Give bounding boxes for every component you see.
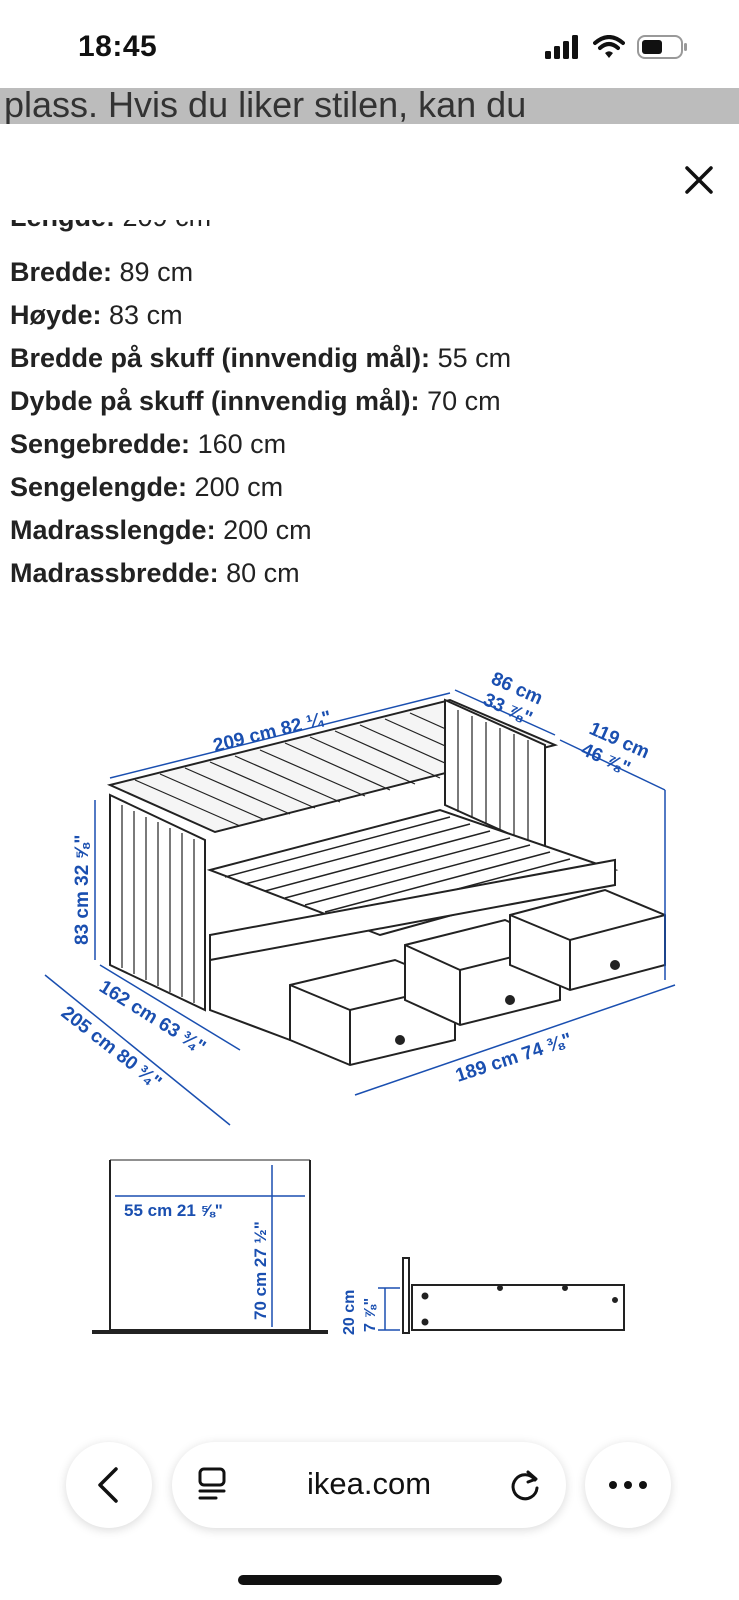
dim-front-label: 189 cm 74 ⅜"	[453, 1029, 575, 1086]
more-icon	[609, 1481, 647, 1489]
close-icon	[685, 166, 713, 194]
status-time: 18:45	[78, 30, 158, 63]
spec-value: 80 cm	[226, 558, 300, 588]
drawer-height-label-1: 20 cm	[341, 1290, 358, 1335]
spec-row-height: Høyde: 83 cm	[10, 300, 183, 331]
spec-row-drawer-width: Bredde på skuff (innvendig mål): 55 cm	[10, 343, 511, 374]
url-text[interactable]: ikea.com	[306, 1466, 432, 1501]
spec-label: Bredde:	[10, 257, 113, 287]
close-button[interactable]	[679, 160, 719, 200]
spec-value: 83 cm	[109, 300, 183, 330]
spec-value: 209 cm	[123, 220, 212, 232]
spec-value: 89 cm	[119, 257, 194, 287]
spec-value: 200 cm	[223, 515, 312, 545]
product-dimensions-list: Lengde: 209 cm Bredde: 89 cm Høyde: 83 c…	[10, 220, 730, 600]
browser-toolbar: ikea.com	[0, 1440, 739, 1550]
spec-label: Sengelengde:	[10, 472, 188, 502]
spec-label: Bredde på skuff (innvendig mål):	[10, 343, 431, 373]
spec-row-bed-length: Sengelengde: 200 cm	[10, 472, 283, 503]
spec-row-bed-width: Sengebredde: 160 cm	[10, 429, 286, 460]
spec-value: 200 cm	[194, 472, 284, 502]
spec-label: Madrasslengde:	[10, 515, 216, 545]
spec-label: Lengde:	[10, 220, 115, 232]
spec-label: Sengebredde:	[10, 429, 191, 459]
spec-row-mattress-width: Madrassbredde: 80 cm	[10, 558, 300, 589]
spec-row-mattress-length: Madrasslengde: 200 cm	[10, 515, 312, 546]
spec-row-drawer-depth: Dybde på skuff (innvendig mål): 70 cm	[10, 386, 501, 417]
drawer-width-label: 55 cm 21 ⅝"	[124, 1201, 223, 1220]
home-indicator[interactable]	[238, 1575, 502, 1585]
spec-row-width: Bredde: 89 cm	[10, 257, 193, 288]
drawer-depth-label: 70 cm 27 ½"	[251, 1221, 270, 1320]
dimension-diagram: 209 cm 82 ¼" 86 cm 33 ⅞" 119 cm 46 ⅞" 83…	[44, 668, 676, 1335]
dim-height-label: 83 cm 32 ⅝"	[72, 835, 93, 945]
tabs-icon[interactable]	[196, 1467, 230, 1503]
reload-icon[interactable]	[508, 1468, 542, 1502]
wifi-icon	[593, 35, 625, 58]
status-bar: 18:45	[0, 0, 739, 90]
spec-label: Dybde på skuff (innvendig mål):	[10, 386, 420, 416]
spec-label: Madrassbredde:	[10, 558, 219, 588]
signal-icon	[545, 35, 578, 59]
page-text-banner: plass. Hvis du liker stilen, kan du	[0, 88, 739, 124]
spec-row-length: Lengde: 209 cm	[10, 220, 211, 233]
battery-icon	[637, 35, 687, 59]
back-button[interactable]	[66, 1442, 152, 1528]
spec-value: 55 cm	[437, 343, 512, 373]
drawer-height-label-2: 7 ⅞"	[362, 1298, 379, 1332]
status-icons	[545, 34, 689, 60]
back-icon	[98, 1467, 118, 1503]
spec-value: 160 cm	[197, 429, 287, 459]
address-bar[interactable]: ikea.com	[172, 1442, 566, 1528]
banner-text: plass. Hvis du liker stilen, kan du	[4, 88, 527, 124]
spec-label: Høyde:	[10, 300, 102, 330]
more-button[interactable]	[585, 1442, 671, 1528]
spec-value: 70 cm	[427, 386, 501, 416]
